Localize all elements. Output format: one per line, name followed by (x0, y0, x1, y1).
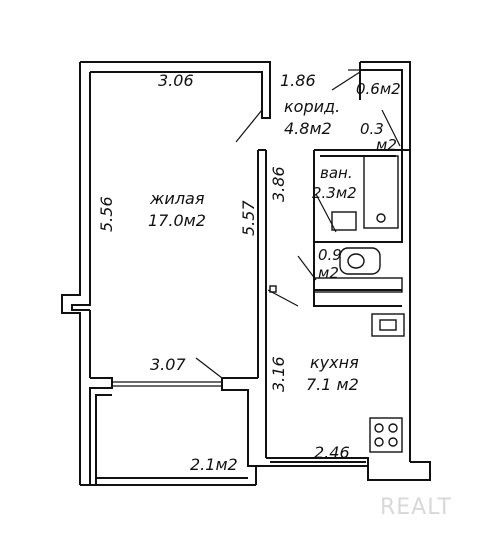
door-living (235, 109, 263, 143)
door-wc (297, 255, 317, 281)
corridor-name: корид. (284, 97, 340, 116)
balcony-area: 2.1м2 (190, 455, 238, 474)
bathtub (363, 155, 399, 229)
counter (313, 277, 403, 293)
kitchen-area: 7.1 м2 (306, 375, 359, 394)
corridor-area: 4.8м2 (284, 119, 332, 138)
living-room-area: 17.0м2 (148, 211, 206, 230)
dimension-labels: 3.06 1.86 3.07 2.46 5.56 5.57 3.86 3.16 (97, 71, 350, 462)
bathroom-name: ван. (320, 164, 353, 182)
closet-b-unit: м2 (376, 136, 397, 154)
kitchen-sink (371, 313, 405, 337)
closet-b-value: 0.3 (360, 120, 384, 138)
dim-living-left: 5.56 (97, 196, 116, 232)
windows (112, 381, 222, 387)
room-labels: жилая 17.0м2 корид. 4.8м2 ван. 2.3м2 кух… (148, 80, 401, 474)
dim-kitchen-side: 3.16 (269, 356, 288, 392)
kitchen-name: кухня (310, 353, 359, 372)
dim-corridor-top: 1.86 (280, 71, 316, 90)
wc-value: 0.9 (318, 246, 342, 264)
door-balcony (195, 357, 223, 379)
dim-corridor-side: 3.86 (269, 166, 288, 202)
dim-living-bottom: 3.07 (150, 355, 186, 374)
closet-a-area: 0.6м2 (356, 80, 401, 98)
door-closet (331, 71, 361, 91)
doors (195, 69, 401, 379)
dim-living-right: 5.57 (239, 200, 258, 236)
toilet (339, 247, 381, 275)
sink (331, 211, 357, 231)
stove (369, 417, 403, 453)
watermark: REALT (380, 495, 452, 520)
fixtures (269, 155, 405, 453)
dim-kitchen-bottom: 2.46 (314, 443, 350, 462)
bathroom-area: 2.3м2 (312, 184, 357, 202)
living-room-name: жилая (149, 189, 205, 208)
dim-living-top: 3.06 (158, 71, 194, 90)
door-closet-b (381, 109, 401, 147)
walls (61, 61, 431, 486)
wc-unit: м2 (318, 264, 339, 282)
